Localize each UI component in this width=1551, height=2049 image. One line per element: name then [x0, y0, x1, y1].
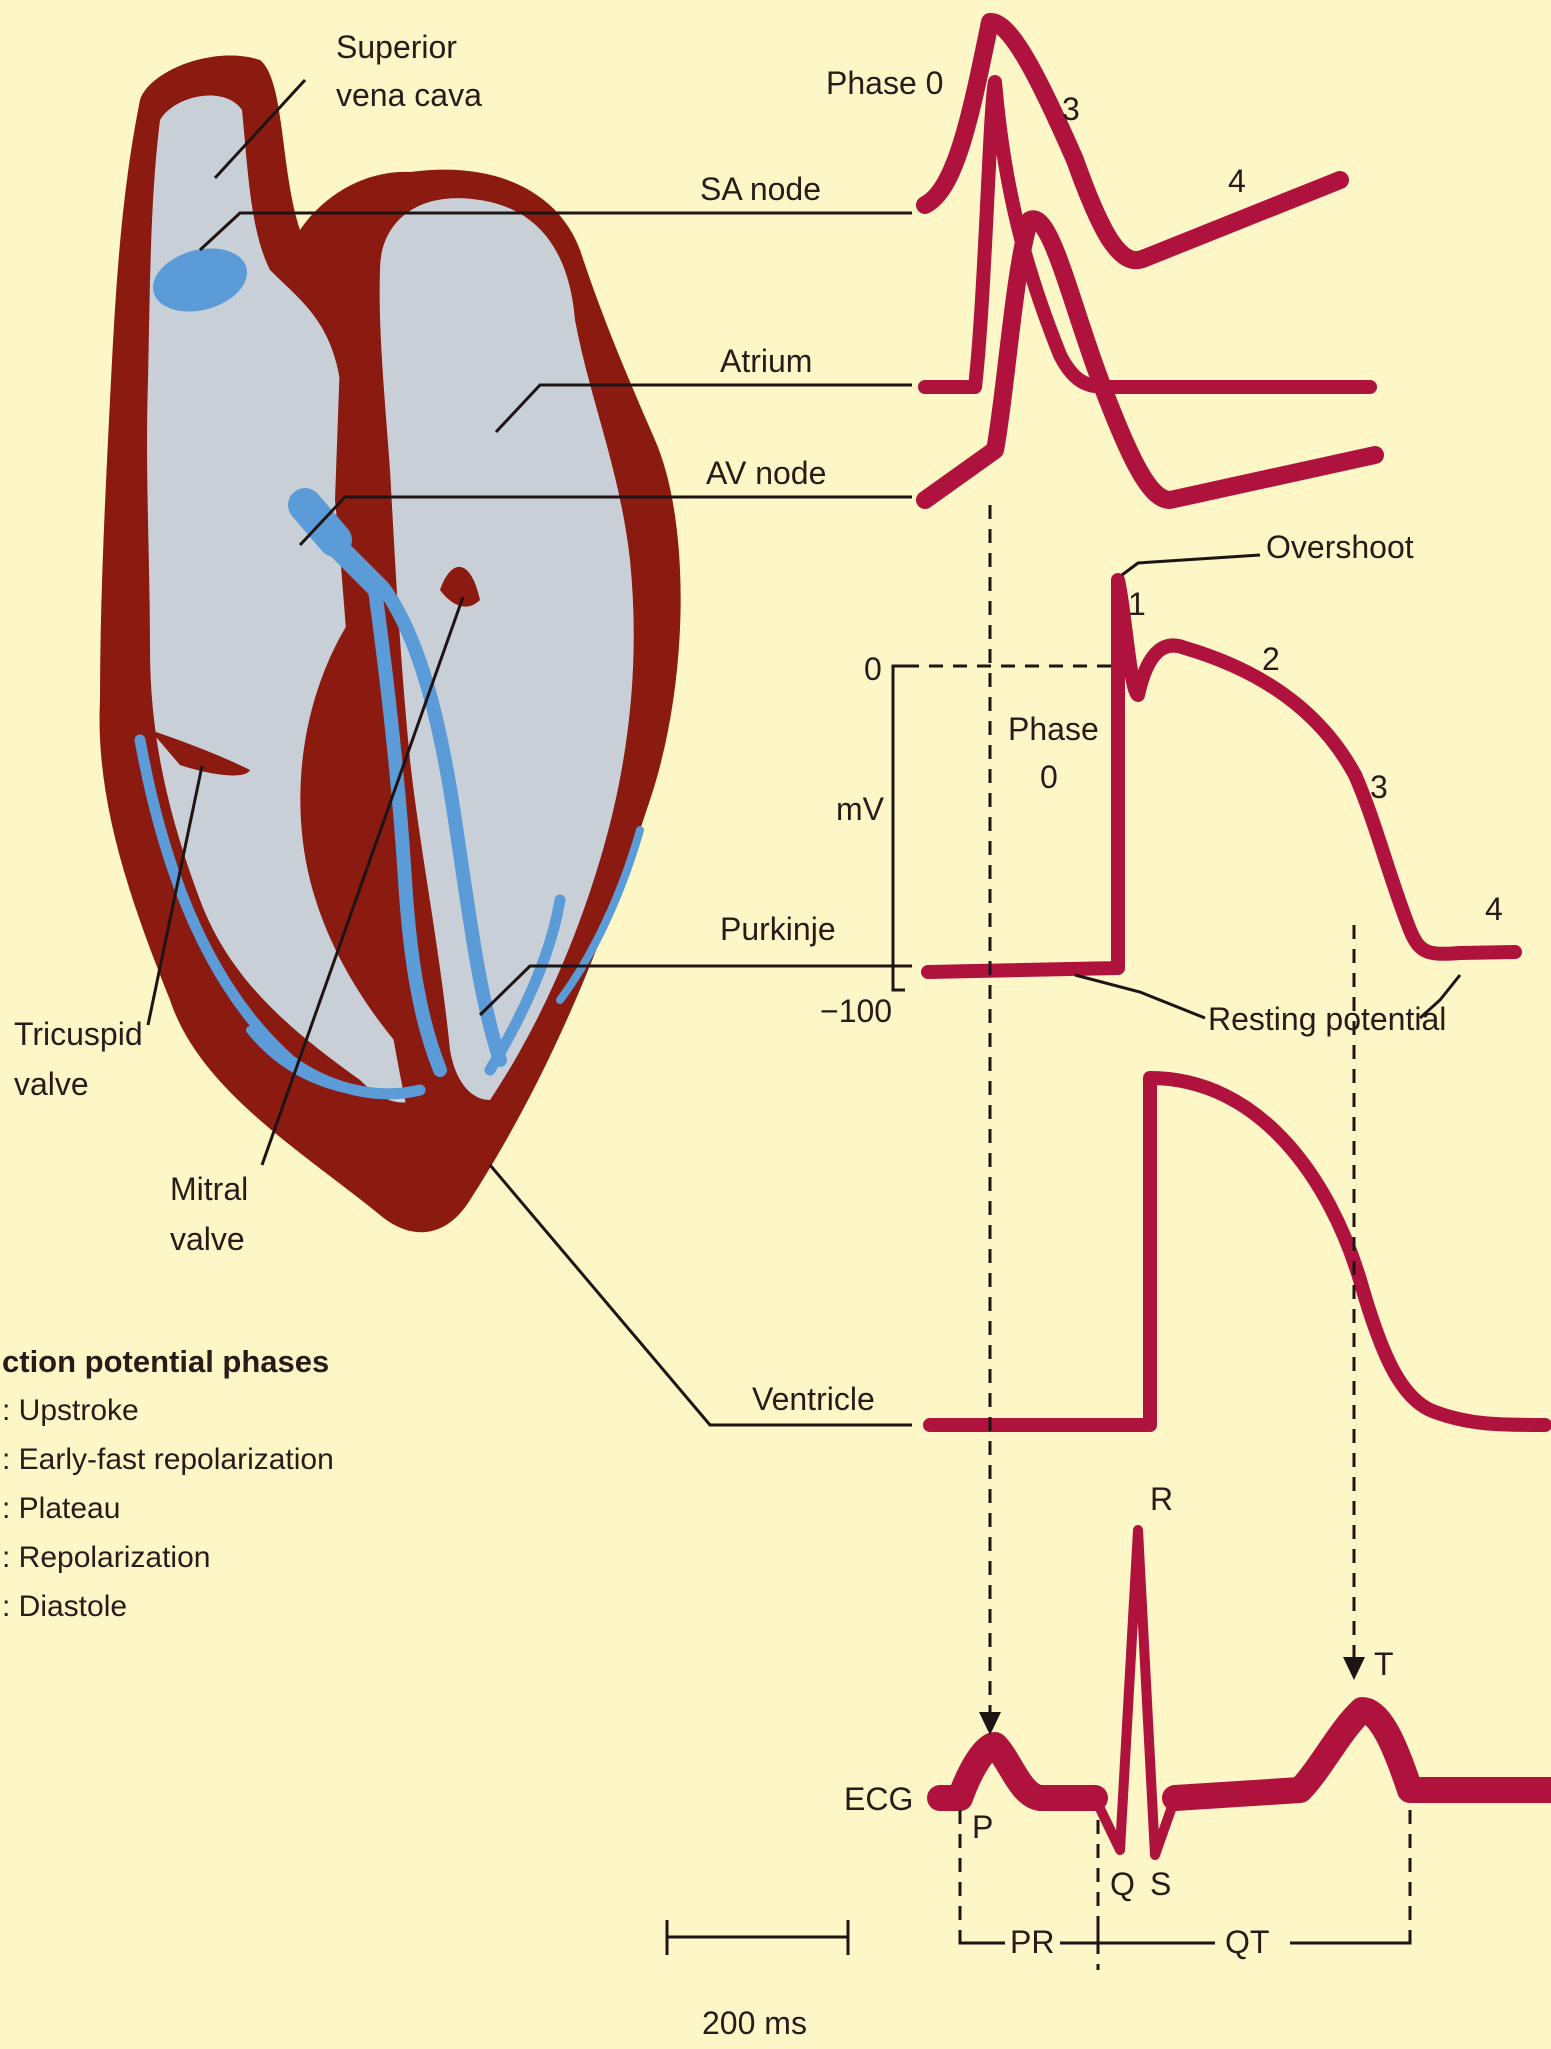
label-tricuspid-line1: Tricuspid: [14, 1016, 143, 1052]
sa-phase-4-label: 4: [1228, 163, 1246, 199]
purkinje-annotations: Overshoot 1 2 3 4 Phase 0 Resting potent…: [1008, 529, 1503, 1037]
arrow-t-wave: [1343, 1657, 1365, 1680]
purkinje-phase-0-line2: 0: [1040, 759, 1058, 795]
ecg-baseline-band: [940, 1745, 1095, 1798]
millivolt-axis-line: [893, 666, 905, 990]
label-overshoot: Overshoot: [1266, 529, 1414, 565]
label-ventricle: Ventricle: [752, 1381, 875, 1417]
leader-overshoot: [1122, 555, 1260, 575]
ecg-t-label: T: [1374, 1646, 1394, 1682]
sa-phase-0-label: Phase 0: [826, 65, 943, 101]
purkinje-phase-2-label: 2: [1262, 641, 1280, 677]
legend-item-0: : Upstroke: [2, 1394, 139, 1427]
label-svc-line1: Superior: [336, 29, 457, 65]
sa-phase-3-label: 3: [1062, 91, 1080, 127]
phase-legend: ction potential phases : Upstroke : Earl…: [2, 1344, 334, 1623]
axis-zero-label: 0: [864, 651, 882, 687]
interval-brackets: PR QT: [960, 1924, 1410, 1960]
label-tricuspid-line2: valve: [14, 1066, 89, 1102]
label-purkinje: Purkinje: [720, 911, 836, 947]
label-sa-node: SA node: [700, 171, 821, 207]
ecg-r-label: R: [1150, 1481, 1173, 1517]
ecg-trace-group: [940, 1530, 1550, 1855]
purkinje-phase-3-label: 3: [1370, 769, 1388, 805]
ecg-qrs-complex: [1095, 1530, 1175, 1855]
legend-item-4: : Diastole: [2, 1590, 127, 1623]
label-ecg: ECG: [844, 1781, 913, 1817]
label-pr-interval: PR: [1010, 1924, 1054, 1960]
purkinje-phase-4-label: 4: [1485, 891, 1503, 927]
legend-item-3: : Repolarization: [2, 1541, 210, 1574]
ecg-q-label: Q: [1110, 1866, 1135, 1902]
purkinje-phase-0-line1: Phase: [1008, 711, 1099, 747]
leader-resting-left: [1075, 975, 1205, 1018]
trace-purkinje: [928, 580, 1515, 972]
label-mitral-line1: Mitral: [170, 1171, 248, 1207]
label-atrium: Atrium: [720, 343, 812, 379]
scale-bar-line: [667, 1920, 848, 1955]
label-resting-potential: Resting potential: [1208, 1001, 1446, 1037]
axis-unit-label: mV: [836, 791, 885, 827]
axis-min-label: −100: [820, 993, 892, 1029]
legend-title: ction potential phases: [2, 1344, 329, 1379]
label-av-node: AV node: [706, 455, 826, 491]
label-mitral-line2: valve: [170, 1221, 245, 1257]
scale-bar-label: 200 ms: [702, 2005, 807, 2041]
time-scale-bar: 200 ms: [667, 1920, 848, 2041]
arrow-p-wave: [979, 1712, 1001, 1735]
ecg-s-label: S: [1150, 1866, 1171, 1902]
ecg-wave-labels: P Q R S T: [972, 1481, 1394, 1902]
ecg-st-and-t-band: [1175, 1710, 1550, 1798]
ecg-p-label: P: [972, 1809, 993, 1845]
trace-atrium: [925, 82, 1370, 387]
label-qt-interval: QT: [1225, 1924, 1269, 1960]
millivolt-axis: 0 mV −100: [820, 651, 905, 1029]
label-svc-line2: vena cava: [336, 77, 482, 113]
trace-ventricle: [930, 1078, 1545, 1425]
heart-illustration: [100, 56, 681, 1233]
purkinje-phase-1-label: 1: [1128, 586, 1146, 622]
legend-item-2: : Plateau: [2, 1492, 120, 1525]
legend-item-1: : Early-fast repolarization: [2, 1443, 334, 1476]
